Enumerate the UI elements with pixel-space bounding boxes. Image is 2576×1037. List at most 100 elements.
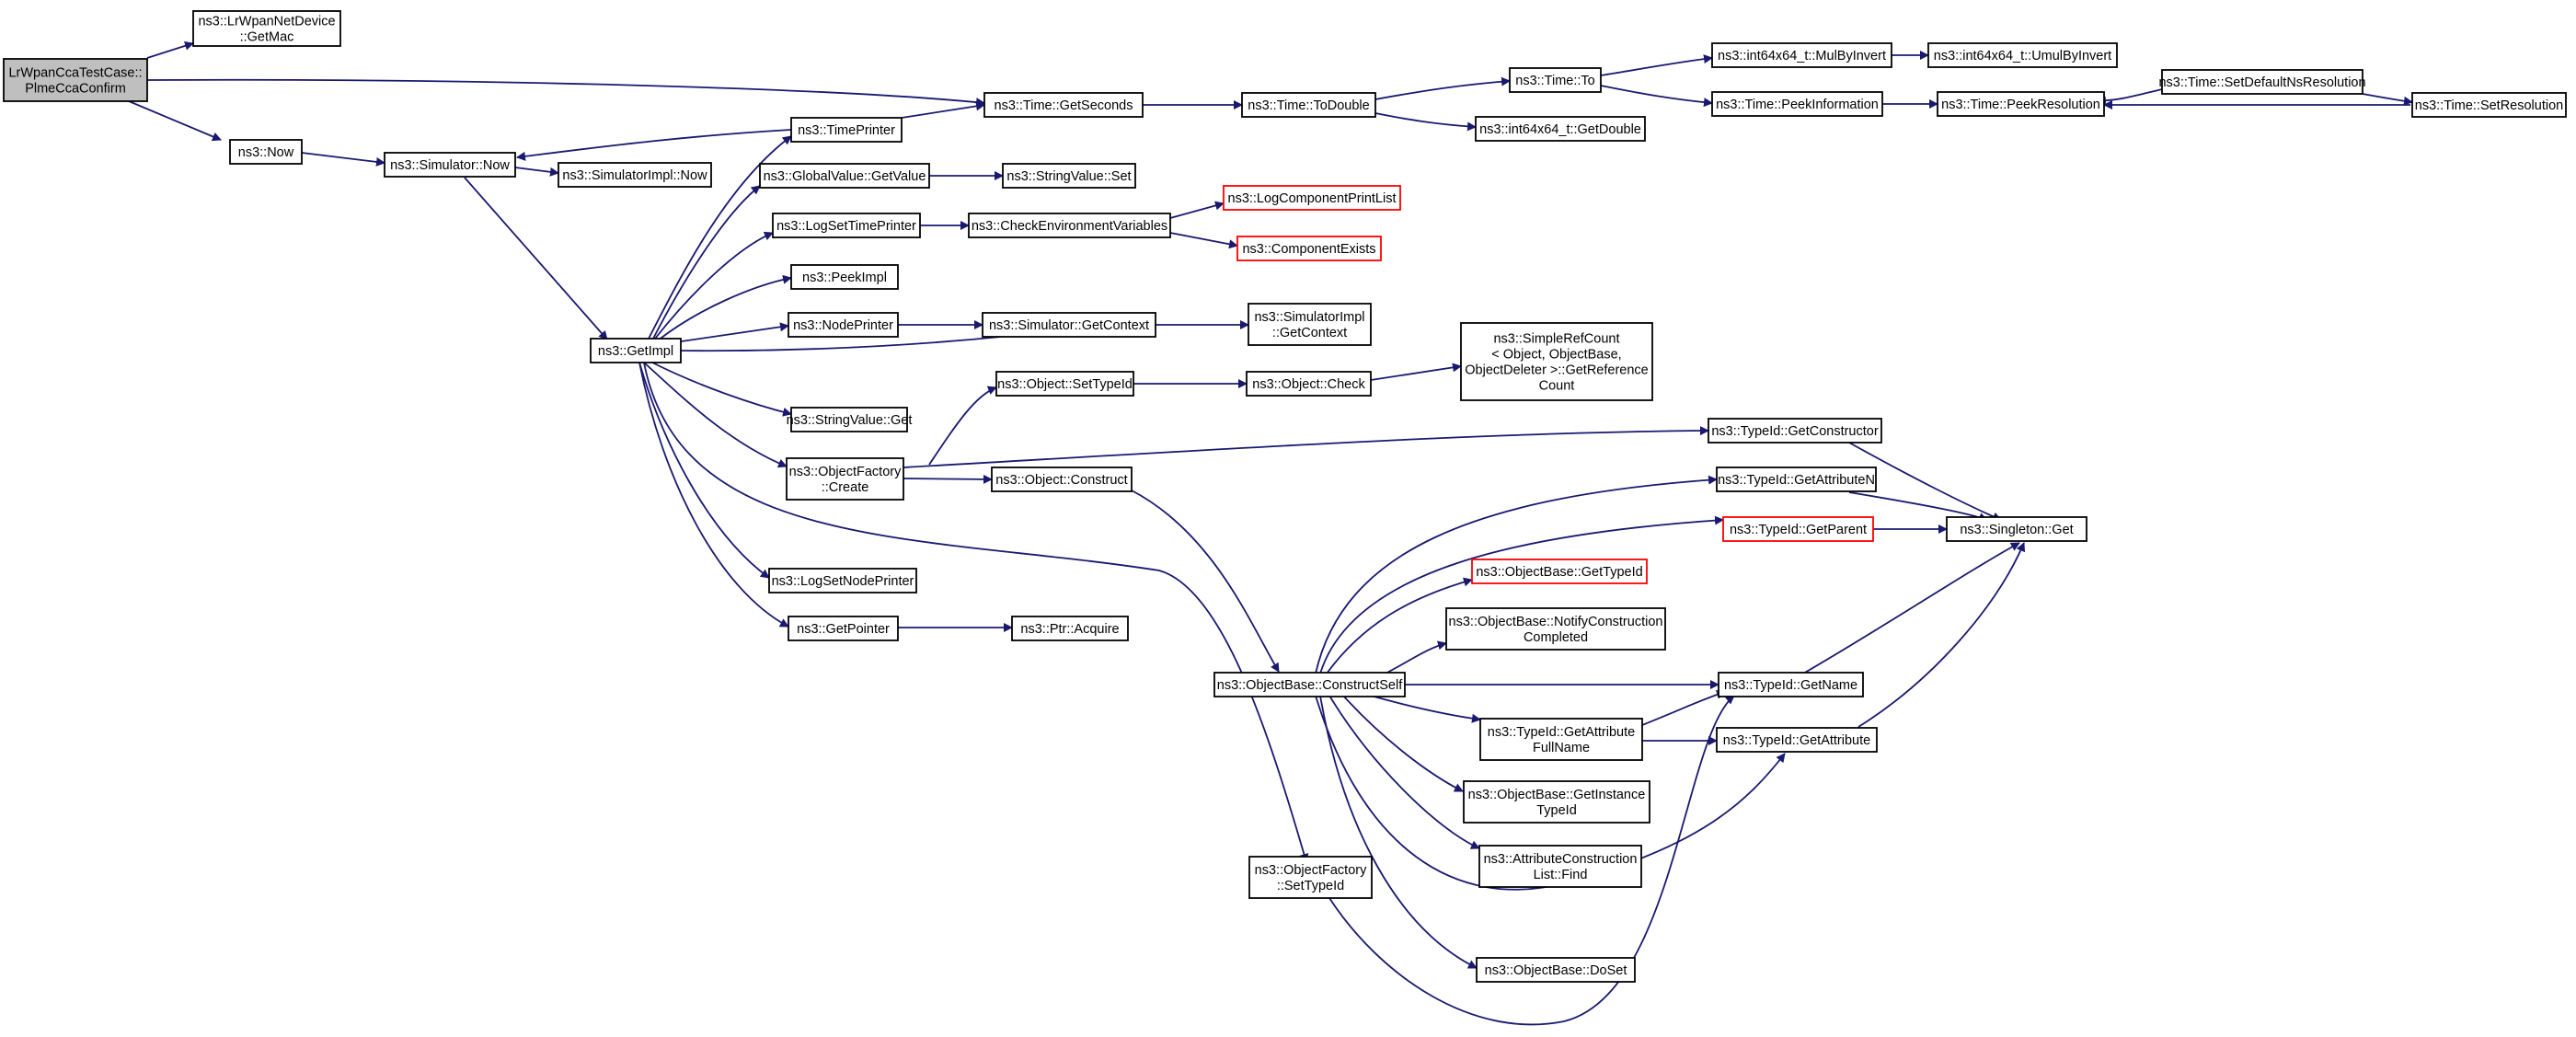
edge-simnow-getimpl bbox=[464, 177, 608, 340]
edge-todouble-getdouble bbox=[1374, 112, 1477, 132]
node-box bbox=[1463, 780, 1650, 824]
node-mulbyinvert[interactable]: ns3::int64x64_t::MulByInvert bbox=[1711, 42, 1892, 68]
node-label: ns3::TypeId::GetParent bbox=[1730, 523, 1867, 537]
node-peekinfo[interactable]: ns3::Time::PeekInformation bbox=[1711, 91, 1883, 117]
node-umulbyinvert[interactable]: ns3::int64x64_t::UmulByInvert bbox=[1927, 42, 2118, 68]
node-singletonget[interactable]: ns3::Singleton::Get bbox=[1946, 516, 2087, 542]
node-tidgetattr[interactable]: ns3::TypeId::GetAttribute bbox=[1716, 727, 1878, 753]
node-label: ns3::Time::PeekResolution bbox=[1941, 98, 2100, 112]
node-getdouble[interactable]: ns3::int64x64_t::GetDouble bbox=[1475, 116, 1646, 142]
node-label: ns3::LogComponentPrintList bbox=[1228, 191, 1397, 206]
node-simplerefcount[interactable]: ns3::SimpleRefCount< Object, ObjectBase,… bbox=[1460, 322, 1653, 401]
edge-simnow-simimplnow bbox=[514, 167, 559, 177]
node-ofsettid[interactable]: ns3::ObjectFactory::SetTypeId bbox=[1248, 856, 1373, 899]
edge-getimpl-ofsettid bbox=[643, 362, 1309, 863]
node-label: ns3::ObjectBase::GetTypeId bbox=[1476, 565, 1642, 580]
node-label: Completed bbox=[1524, 630, 1588, 645]
node-svget[interactable]: ns3::StringValue::Get bbox=[787, 407, 913, 432]
node-box bbox=[982, 312, 1156, 338]
node-getimpl[interactable]: ns3::GetImpl bbox=[590, 338, 682, 363]
node-label: ns3::CheckEnvironmentVariables bbox=[972, 219, 1167, 234]
edge-constructself-attrconstfind bbox=[1328, 695, 1480, 849]
node-nodeprinter[interactable]: ns3::NodePrinter bbox=[788, 312, 899, 338]
node-svset[interactable]: ns3::StringValue::Set bbox=[1002, 163, 1136, 189]
node-getpointer[interactable]: ns3::GetPointer bbox=[788, 616, 899, 641]
node-box bbox=[983, 92, 1144, 118]
node-tidgetparent[interactable]: ns3::TypeId::GetParent bbox=[1722, 516, 1874, 542]
edge-root-now bbox=[128, 100, 222, 142]
node-box bbox=[991, 467, 1133, 492]
node-setdefres[interactable]: ns3::Time::SetDefaultNsResolution bbox=[2158, 69, 2366, 95]
node-compexists[interactable]: ns3::ComponentExists bbox=[1236, 236, 1382, 261]
node-box bbox=[2161, 69, 2363, 95]
node-box bbox=[1479, 718, 1643, 761]
node-box bbox=[1711, 42, 1892, 68]
node-label: ns3::ComponentExists bbox=[1242, 242, 1375, 257]
node-label: ns3::ObjectBase::DoSet bbox=[1485, 963, 1627, 978]
node-label: ns3::Time::To bbox=[1515, 74, 1595, 88]
node-box bbox=[1946, 516, 2087, 542]
node-label: ns3::Time::PeekInformation bbox=[1716, 98, 1879, 112]
node-timeto[interactable]: ns3::Time::To bbox=[1509, 67, 1602, 93]
node-box bbox=[229, 139, 303, 165]
node-checkenv[interactable]: ns3::CheckEnvironmentVariables bbox=[968, 213, 1171, 238]
node-obgettid[interactable]: ns3::ObjectBase::GetTypeId bbox=[1471, 559, 1648, 584]
edge-todouble-timeto bbox=[1374, 76, 1511, 100]
node-simimplgetctx[interactable]: ns3::SimulatorImpl::GetContext bbox=[1248, 303, 1372, 346]
node-label: ns3::Singleton::Get bbox=[1960, 523, 2073, 537]
node-notifyconst[interactable]: ns3::ObjectBase::NotifyConstructionCompl… bbox=[1445, 607, 1666, 651]
node-box bbox=[1460, 322, 1653, 401]
node-getmac[interactable]: ns3::LrWpanNetDevice::GetMac bbox=[192, 10, 341, 47]
node-label: ns3::Time::SetDefaultNsResolution bbox=[2158, 75, 2365, 90]
node-box bbox=[759, 163, 930, 189]
node-box bbox=[1722, 516, 1874, 542]
node-box bbox=[1213, 672, 1406, 697]
node-logsetnode[interactable]: ns3::LogSetNodePrinter bbox=[768, 568, 917, 593]
node-tidgetattrn[interactable]: ns3::TypeId::GetAttributeN bbox=[1716, 467, 1877, 492]
node-peekimpl[interactable]: ns3::PeekImpl bbox=[790, 264, 899, 290]
node-tidgetname[interactable]: ns3::TypeId::GetName bbox=[1718, 672, 1864, 697]
node-objcheck[interactable]: ns3::Object::Check bbox=[1246, 371, 1372, 397]
node-dosetobj[interactable]: ns3::ObjectBase::DoSet bbox=[1476, 957, 1636, 983]
node-label: ns3::NodePrinter bbox=[793, 318, 893, 333]
node-label: ns3::TimePrinter bbox=[798, 123, 895, 138]
node-ptracquire[interactable]: ns3::Ptr::Acquire bbox=[1011, 616, 1129, 641]
node-getseconds[interactable]: ns3::Time::GetSeconds bbox=[983, 92, 1144, 118]
edge-ofcreate-tidgetconstructor bbox=[903, 426, 1709, 468]
node-ofcreate[interactable]: ns3::ObjectFactory::Create bbox=[786, 457, 904, 501]
node-objconstruct[interactable]: ns3::Object::Construct bbox=[991, 467, 1133, 492]
edge-simgetctx-getimpl bbox=[669, 335, 1011, 356]
node-label: ::SetTypeId bbox=[1277, 879, 1344, 893]
node-label: Count bbox=[1539, 379, 1575, 394]
node-now[interactable]: ns3::Now bbox=[229, 139, 303, 165]
node-peekres[interactable]: ns3::Time::PeekResolution bbox=[1937, 91, 2105, 117]
edge-objconstruct-constructself bbox=[1131, 490, 1280, 673]
node-constructself[interactable]: ns3::ObjectBase::ConstructSelf bbox=[1213, 672, 1406, 697]
edge-checkenv-logcomplist bbox=[1169, 201, 1225, 219]
node-box bbox=[1937, 91, 2105, 117]
node-todouble[interactable]: ns3::Time::ToDouble bbox=[1241, 92, 1376, 118]
edge-constructself-dosetobj bbox=[1319, 695, 1478, 969]
node-label: ns3::ObjectFactory bbox=[789, 465, 902, 479]
node-label: ns3::TypeId::GetConstructor bbox=[1711, 424, 1879, 439]
node-root[interactable]: LrWpanCcaTestCase::PlmeCcaConfirm bbox=[3, 58, 148, 102]
node-simnow[interactable]: ns3::Simulator::Now bbox=[384, 152, 516, 178]
node-setres[interactable]: ns3::Time::SetResolution bbox=[2411, 92, 2567, 118]
node-label: ::GetMac bbox=[240, 30, 294, 45]
node-gvgetvalue[interactable]: ns3::GlobalValue::GetValue bbox=[759, 163, 930, 189]
node-timeprinter[interactable]: ns3::TimePrinter bbox=[790, 117, 903, 143]
node-objsettid[interactable]: ns3::Object::SetTypeId bbox=[995, 371, 1134, 397]
node-tidgetconstructor[interactable]: ns3::TypeId::GetConstructor bbox=[1708, 418, 1882, 444]
node-logcomplist[interactable]: ns3::LogComponentPrintList bbox=[1223, 185, 1401, 211]
node-simgetctx[interactable]: ns3::Simulator::GetContext bbox=[982, 312, 1156, 338]
node-simimplnow[interactable]: ns3::SimulatorImpl::Now bbox=[558, 162, 712, 188]
node-label: ns3::ObjectFactory bbox=[1255, 863, 1367, 878]
node-label: ns3::StringValue::Get bbox=[787, 413, 913, 428]
node-box bbox=[1248, 303, 1372, 346]
node-label: ObjectDeleter >::GetReference bbox=[1465, 363, 1648, 378]
node-logsettime[interactable]: ns3::LogSetTimePrinter bbox=[772, 213, 921, 238]
